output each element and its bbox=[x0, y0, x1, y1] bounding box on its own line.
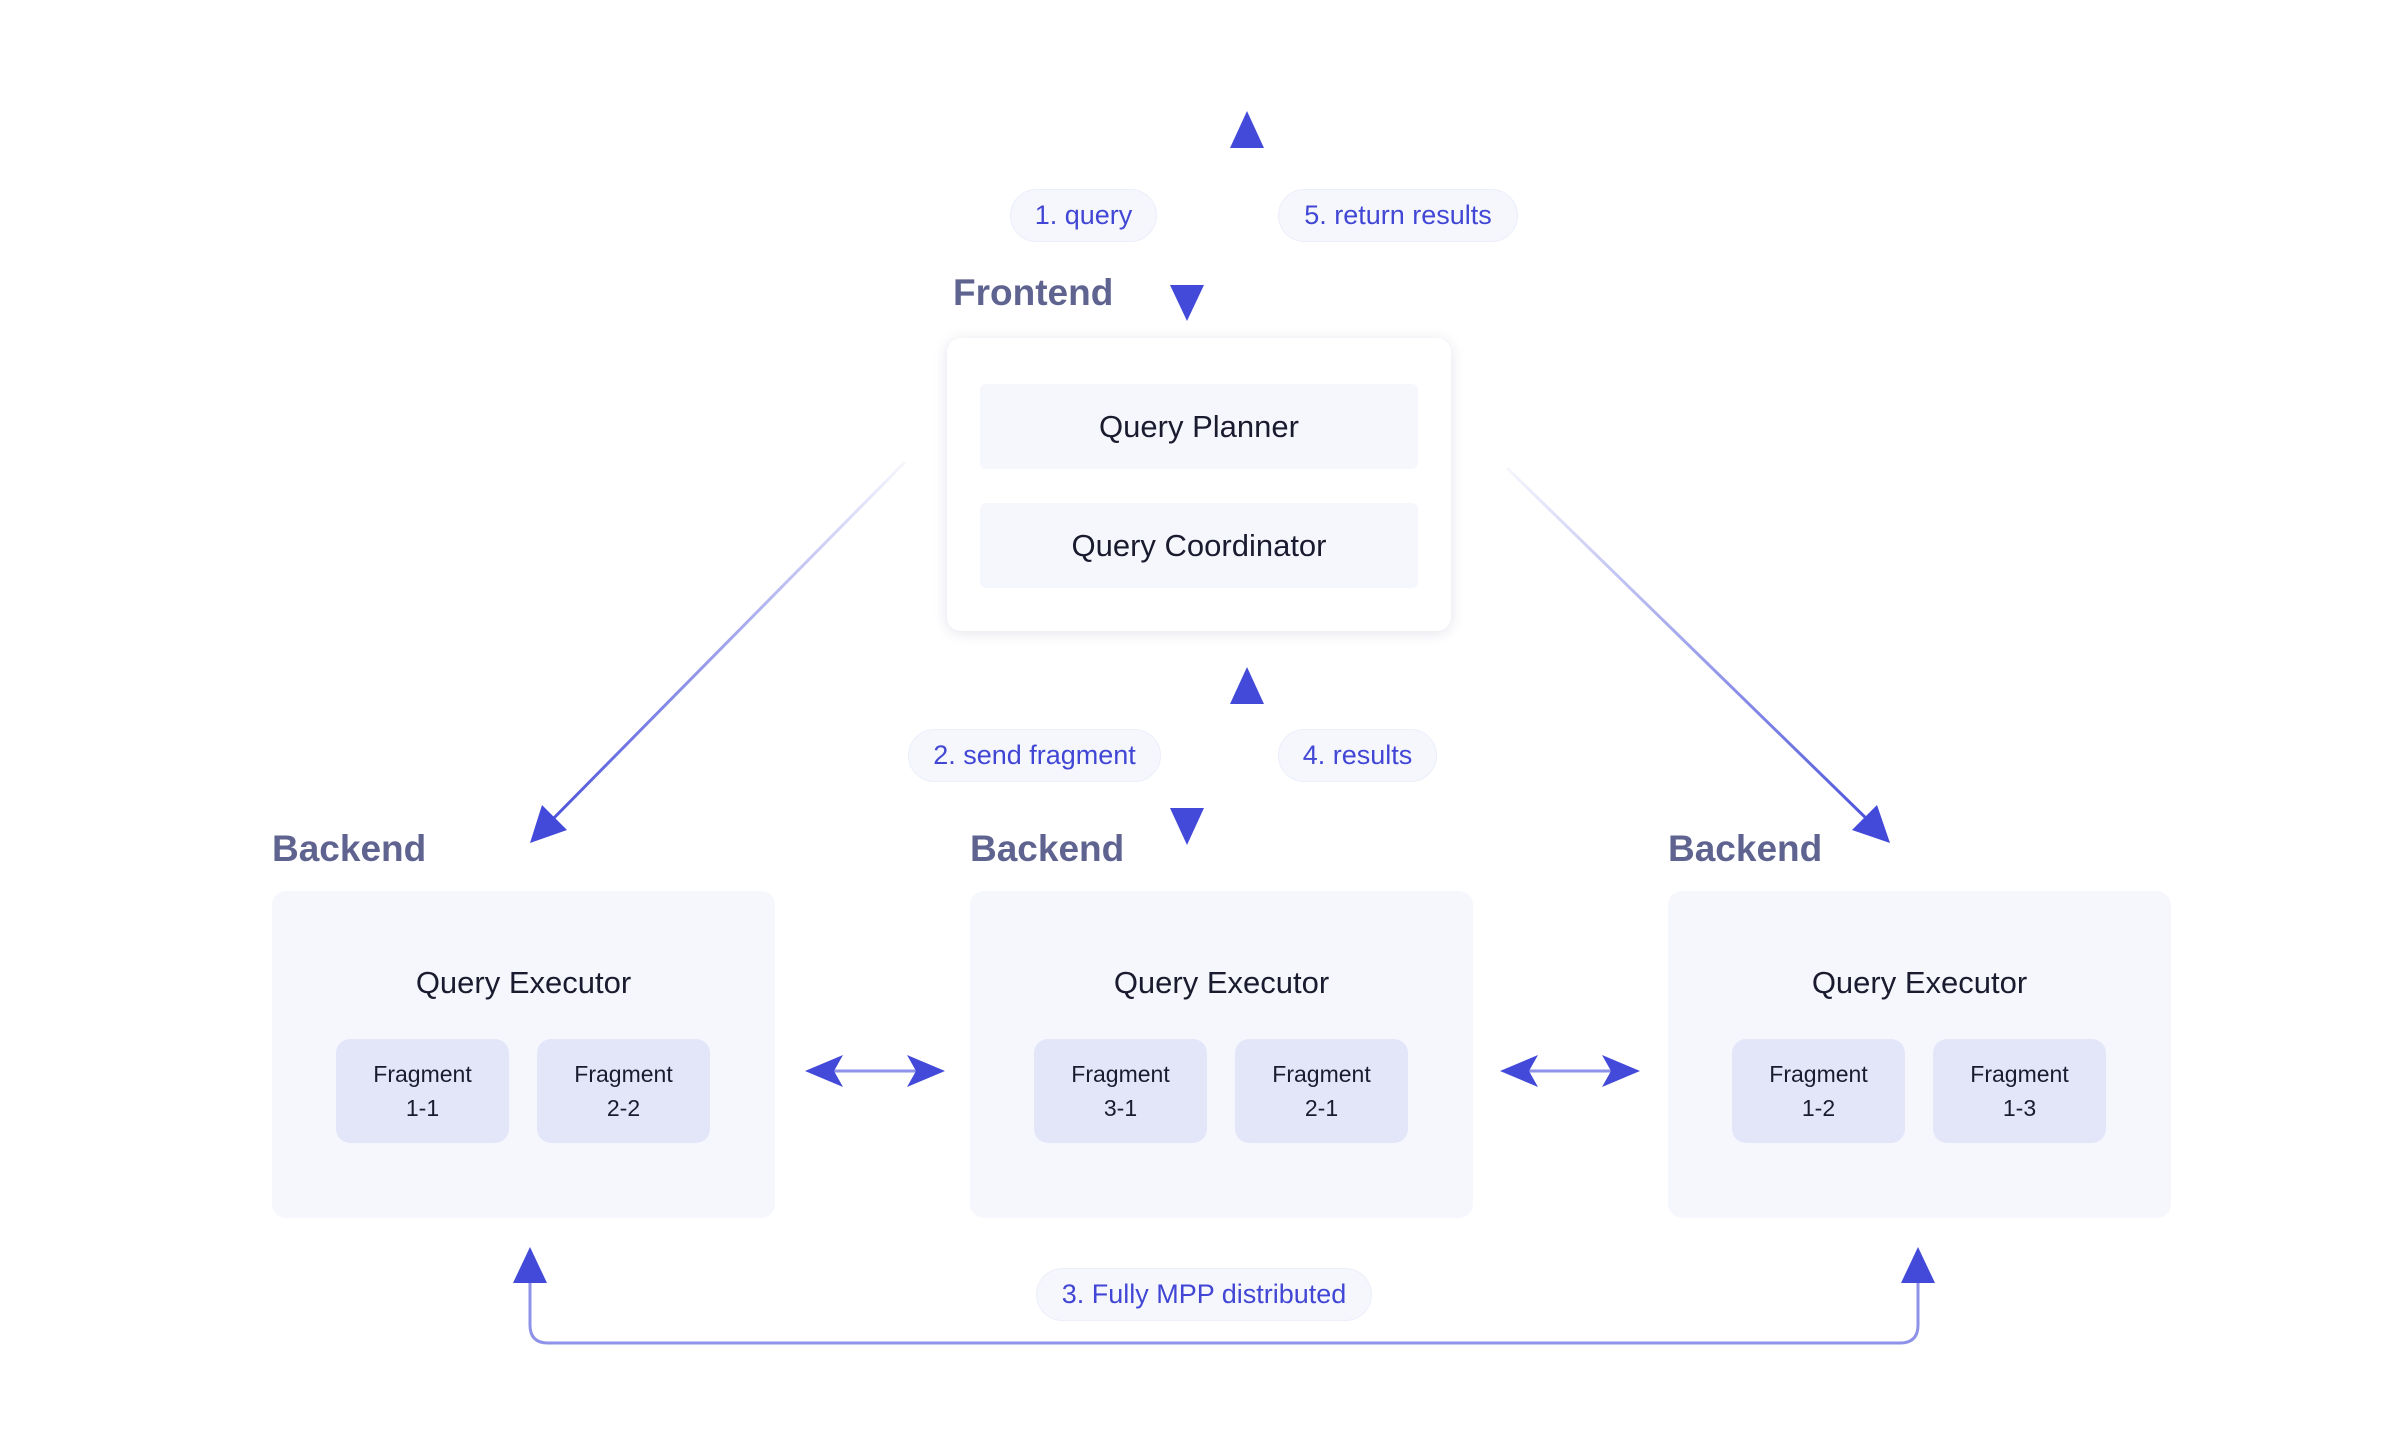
backend-2-3-exchange-arrow bbox=[1500, 1055, 1640, 1087]
fragment-name: Fragment bbox=[574, 1061, 673, 1087]
fragment-name: Fragment bbox=[373, 1061, 472, 1087]
backend-title: Backend bbox=[272, 828, 427, 869]
query-executor-label: Query Executor bbox=[1113, 965, 1330, 1000]
frontend-to-right-backend-arrow bbox=[1505, 466, 1890, 843]
backend-1-2-exchange-arrow bbox=[805, 1055, 945, 1087]
fragment-id: 2-2 bbox=[606, 1095, 641, 1121]
mpp-connector-arrow bbox=[513, 1247, 1935, 1345]
fragment-box: Fragment 1-2 bbox=[1732, 1039, 1905, 1143]
fragment-id: 2-1 bbox=[1304, 1095, 1339, 1121]
fragment-name: Fragment bbox=[1071, 1061, 1170, 1087]
fragment-id: 1-1 bbox=[405, 1095, 440, 1121]
results-arrow bbox=[1230, 667, 1264, 842]
return-results-arrow bbox=[1230, 111, 1264, 320]
frontend-title: Frontend bbox=[953, 272, 1114, 313]
return-results-label: 5. return results bbox=[1278, 189, 1518, 242]
fragment-box: Fragment 1-1 bbox=[336, 1039, 509, 1143]
fragment-box: Fragment 2-1 bbox=[1235, 1039, 1408, 1143]
query-label: 1. query bbox=[1010, 189, 1157, 242]
backend-card: Query Executor Fragment 1-2 Fragment 1-3 bbox=[1668, 891, 2171, 1218]
query-executor-label: Query Executor bbox=[415, 965, 632, 1000]
mpp-label: 3. Fully MPP distributed bbox=[1036, 1268, 1372, 1321]
fragment-box: Fragment 1-3 bbox=[1933, 1039, 2106, 1143]
fragment-box: Fragment 3-1 bbox=[1034, 1039, 1207, 1143]
results-label: 4. results bbox=[1278, 729, 1437, 782]
fragment-name: Fragment bbox=[1970, 1061, 2069, 1087]
backend-title: Backend bbox=[1668, 828, 1823, 869]
backend-title: Backend bbox=[970, 828, 1125, 869]
fragment-name: Fragment bbox=[1769, 1061, 1868, 1087]
query-executor-label: Query Executor bbox=[1811, 965, 2028, 1000]
query-coordinator: Query Coordinator bbox=[980, 503, 1418, 588]
frontend-card: Query Planner Query Coordinator bbox=[947, 338, 1451, 631]
query-arrow bbox=[1170, 112, 1204, 321]
fragment-id: 3-1 bbox=[1103, 1095, 1138, 1121]
fragment-box: Fragment 2-2 bbox=[537, 1039, 710, 1143]
backend-card: Query Executor Fragment 1-1 Fragment 2-2 bbox=[272, 891, 775, 1218]
send-fragment-arrow bbox=[1170, 670, 1204, 845]
fragment-id: 1-3 bbox=[2002, 1095, 2037, 1121]
frontend-to-left-backend-arrow bbox=[530, 460, 907, 843]
query-planner: Query Planner bbox=[980, 384, 1418, 469]
backend-card: Query Executor Fragment 3-1 Fragment 2-1 bbox=[970, 891, 1473, 1218]
fragment-id: 1-2 bbox=[1801, 1095, 1836, 1121]
fragment-name: Fragment bbox=[1272, 1061, 1371, 1087]
send-fragment-label: 2. send fragment bbox=[908, 729, 1161, 782]
